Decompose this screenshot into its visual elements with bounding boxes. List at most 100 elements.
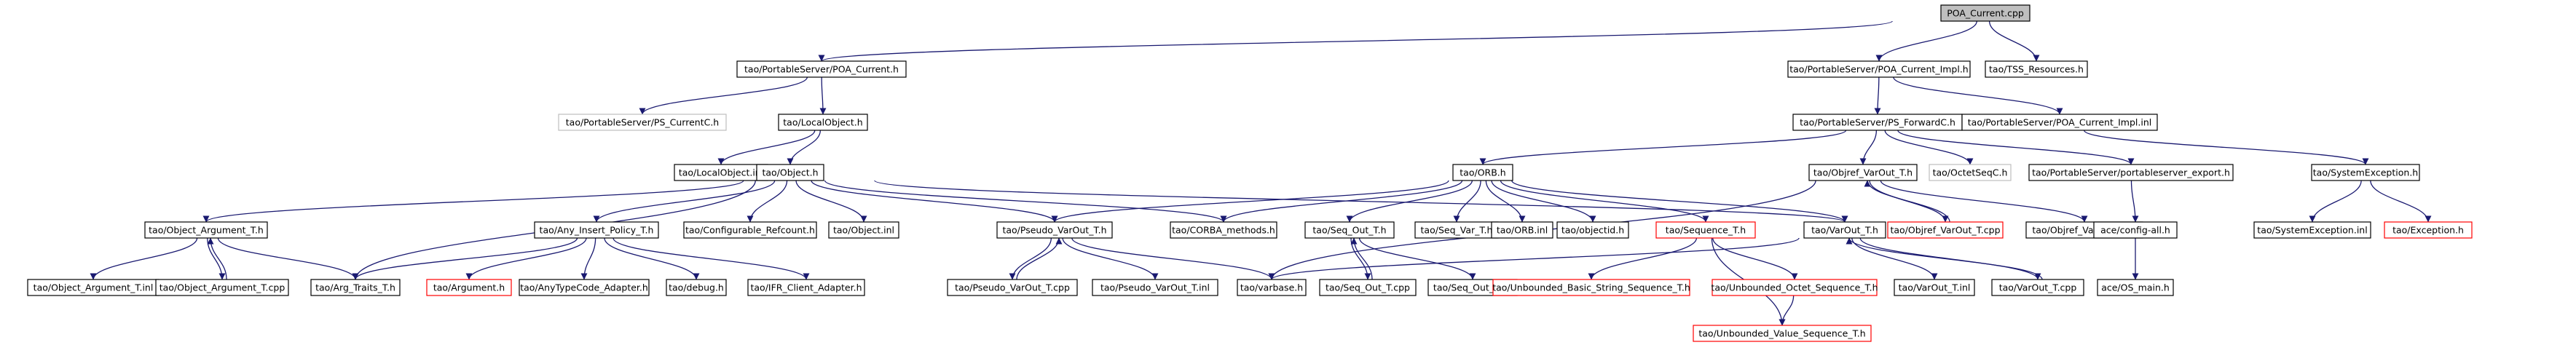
graph-node-objrefcpp[interactable]: tao/Objref_VarOut_T.cpp xyxy=(1887,221,2004,239)
node-box xyxy=(683,221,817,239)
edge-pseudo-h-to-pseudo-inl xyxy=(1062,237,1159,280)
graph-node-object-h[interactable]: tao/Object.h xyxy=(756,164,824,181)
graph-node-pseudo-cpp[interactable]: tao/Pseudo_VarOut_T.cpp xyxy=(947,279,1078,296)
node-box xyxy=(1556,221,1629,239)
graph-node-objarg-inl[interactable]: tao/Object_Argument_T.inl xyxy=(27,279,159,296)
graph-node-seqvar-h[interactable]: tao/Seq_Var_T.h xyxy=(1414,221,1499,239)
edge-objarg-h-to-argtraits xyxy=(217,237,359,280)
node-label: tao/LocalObject.h xyxy=(783,117,862,128)
graph-node-osmain[interactable]: ace/OS_main.h xyxy=(2097,279,2174,296)
node-label: tao/Arg_Traits_T.h xyxy=(315,282,395,293)
graph-node-ubval[interactable]: tao/Unbounded_Value_Sequence_T.h xyxy=(1693,325,1872,342)
graph-node-psexport[interactable]: tao/PortableServer/portableserver_export… xyxy=(2028,164,2234,181)
node-label: tao/AnyTypeCode_Adapter.h xyxy=(520,282,648,293)
node-box xyxy=(155,279,289,296)
graph-node-objarg-cpp[interactable]: tao/Object_Argument_T.cpp xyxy=(155,279,289,296)
node-label: tao/Argument.h xyxy=(433,282,505,293)
graph-node-object-inl[interactable]: tao/Object.inl xyxy=(828,221,899,239)
node-label: tao/Object_Argument_T.inl xyxy=(34,282,154,293)
graph-node-pscuri-h[interactable]: tao/PortableServer/POA_Current_Impl.h xyxy=(1787,60,1971,78)
node-box xyxy=(144,221,268,239)
graph-node-localobj-h[interactable]: tao/LocalObject.h xyxy=(778,114,868,131)
node-label: tao/SystemException.inl xyxy=(2257,225,2367,236)
graph-node-pscur-h[interactable]: tao/PortableServer/POA_Current.h xyxy=(736,60,907,78)
node-box xyxy=(1170,221,1277,239)
edge-anyins-to-debug xyxy=(604,237,700,280)
node-label: tao/Pseudo_VarOut_T.inl xyxy=(1100,282,1210,293)
edge-pseudo-h-to-pseudo-cpp xyxy=(1009,237,1052,280)
graph-node-argtraits[interactable]: tao/Arg_Traits_T.h xyxy=(310,279,401,296)
graph-node-orb-h[interactable]: tao/ORB.h xyxy=(1452,164,1513,181)
graph-node-ifr[interactable]: tao/IFR_Client_Adapter.h xyxy=(747,279,865,296)
node-box xyxy=(736,60,907,78)
graph-node-objarg-h[interactable]: tao/Object_Argument_T.h xyxy=(144,221,268,239)
node-box xyxy=(1092,279,1218,296)
edge-orb-h-to-seqvar-h xyxy=(1453,180,1481,223)
node-label: tao/IFR_Client_Adapter.h xyxy=(750,282,862,293)
graph-node-seqout-h[interactable]: tao/Seq_Out_T.h xyxy=(1304,221,1395,239)
node-box xyxy=(1319,279,1417,296)
node-label: tao/Unbounded_Basic_String_Sequence_T.h xyxy=(1492,282,1690,293)
node-label: tao/VarOut_T.cpp xyxy=(1999,282,2077,293)
graph-node-objectid[interactable]: tao/objectid.h xyxy=(1556,221,1629,239)
graph-node-debug[interactable]: tao/debug.h xyxy=(666,279,727,296)
node-box xyxy=(747,279,865,296)
edge-object-h-to-pseudo-h xyxy=(811,180,1058,223)
edge-object-h-to-anyins xyxy=(593,180,776,223)
edge-orb-h-to-varout-h xyxy=(1511,180,1848,223)
edge-object-h-to-varout-h xyxy=(874,180,1848,223)
graph-node-ubstr[interactable]: tao/Unbounded_Basic_String_Sequence_T.h xyxy=(1492,279,1690,296)
graph-node-configall[interactable]: ace/config-all.h xyxy=(2093,221,2178,239)
node-label: tao/LocalObject.inl xyxy=(679,167,763,178)
graph-node-seqt-h[interactable]: tao/Sequence_T.h xyxy=(1655,221,1756,239)
graph-node-varout-cpp[interactable]: tao/VarOut_T.cpp xyxy=(1991,279,2084,296)
graph-node-uboct[interactable]: tao/Unbounded_Octet_Sequence_T.h xyxy=(1711,279,1878,296)
node-box xyxy=(1961,114,2158,131)
node-box xyxy=(310,279,401,296)
edge-uboct-to-ubval xyxy=(1779,295,1795,326)
graph-node-objref-h[interactable]: tao/Objref_VarOut_T.h xyxy=(1808,164,1918,181)
node-label: tao/Sequence_T.h xyxy=(1666,225,1746,236)
node-label: tao/objectid.h xyxy=(1561,225,1624,236)
graph-node-exception[interactable]: tao/Exception.h xyxy=(2384,221,2473,239)
node-box xyxy=(2384,221,2473,239)
graph-node-sysexc-inl[interactable]: tao/SystemException.inl xyxy=(2253,221,2371,239)
graph-node-varout-h[interactable]: tao/VarOut_T.h xyxy=(1803,221,1886,239)
node-box xyxy=(1492,279,1690,296)
graph-node-anyins[interactable]: tao/Any_Insert_Policy_T.h xyxy=(534,221,659,239)
graph-node-anytc[interactable]: tao/AnyTypeCode_Adapter.h xyxy=(519,279,650,296)
node-box xyxy=(1991,279,2084,296)
graph-node-pseudo-h[interactable]: tao/Pseudo_VarOut_T.h xyxy=(996,221,1113,239)
edge-anyins-to-anytc xyxy=(580,237,596,280)
graph-node-pseudo-inl[interactable]: tao/Pseudo_VarOut_T.inl xyxy=(1092,279,1218,296)
node-box xyxy=(558,114,727,131)
graph-node-seqout-cpp[interactable]: tao/Seq_Out_T.cpp xyxy=(1319,279,1417,296)
graph-node-varbase[interactable]: tao/varbase.h xyxy=(1237,279,1307,296)
edge-root-to-pscuri-h xyxy=(1875,20,1977,62)
edge-anyins-to-argument xyxy=(465,237,587,280)
node-label: tao/PortableServer/PS_CurrentC.h xyxy=(566,117,719,128)
graph-node-orb-inl[interactable]: tao/ORB.inl xyxy=(1491,221,1553,239)
node-label: tao/VarOut_T.inl xyxy=(1899,282,1971,293)
node-box xyxy=(1712,279,1878,296)
node-label: tao/PortableServer/PS_ForwardC.h xyxy=(1800,117,1955,128)
node-label: tao/Pseudo_VarOut_T.cpp xyxy=(955,282,1070,293)
node-label: tao/Unbounded_Octet_Sequence_T.h xyxy=(1711,282,1878,293)
edge-objrefcpp-to-objref-h xyxy=(1864,180,1950,223)
graph-node-corbam[interactable]: tao/CORBA_methods.h xyxy=(1170,221,1277,239)
node-label: tao/varbase.h xyxy=(1240,282,1303,293)
graph-node-root[interactable]: POA_Current.cpp xyxy=(1940,4,2031,22)
edge-objarg-h-to-objarg-cpp xyxy=(207,237,226,280)
graph-node-tss[interactable]: tao/TSS_Resources.h xyxy=(1985,60,2088,78)
graph-node-sysexc-h[interactable]: tao/SystemException.h xyxy=(2311,164,2420,181)
graph-node-pscuri-inl[interactable]: tao/PortableServer/POA_Current_Impl.inl xyxy=(1961,114,2158,131)
graph-node-localobj-inl[interactable]: tao/LocalObject.inl xyxy=(674,164,768,181)
graph-node-varout-inl[interactable]: tao/VarOut_T.inl xyxy=(1894,279,1975,296)
edge-pscur-h-to-localobj-h xyxy=(819,76,827,115)
graph-node-argument[interactable]: tao/Argument.h xyxy=(426,279,512,296)
node-label: tao/debug.h xyxy=(669,282,724,293)
node-box xyxy=(426,279,512,296)
graph-node-psfwd[interactable]: tao/PortableServer/PS_ForwardC.h xyxy=(1792,114,1963,131)
node-box xyxy=(1929,164,2012,181)
graph-node-cfgref[interactable]: tao/Configurable_Refcount.h xyxy=(683,221,817,239)
